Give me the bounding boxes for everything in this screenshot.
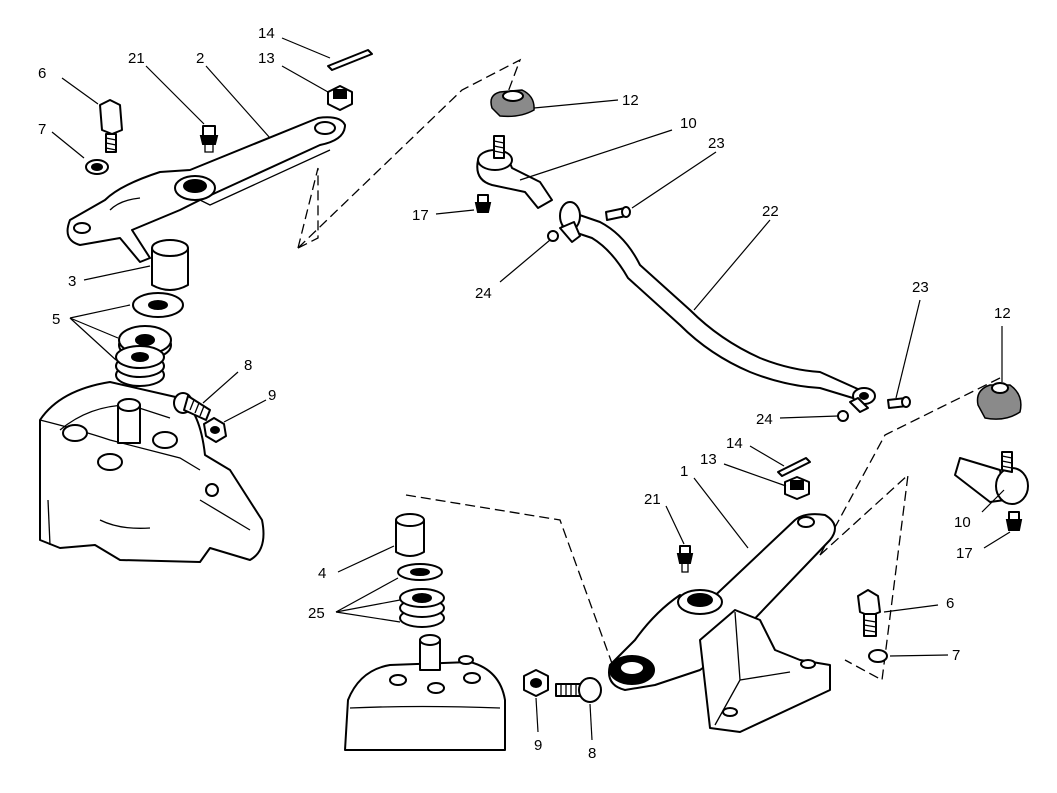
top-tie-rod-end (476, 135, 553, 209)
left-grease-fitting (199, 125, 219, 153)
callout-top-boot: 12 (622, 92, 639, 109)
leader-lines (51, 37, 1011, 741)
right-hex-bolt (857, 589, 881, 637)
left-lock-washer (85, 159, 109, 175)
callout-right-bolt: 6 (946, 595, 954, 612)
callout-right-arm-grease-fitting: 21 (644, 491, 661, 508)
callout-right-cotter-pin: 14 (726, 435, 743, 452)
callout-bottom-nut: 9 (534, 737, 542, 754)
top-grease-fitting (474, 194, 492, 213)
bottom-steering-gear-housing (344, 634, 506, 751)
callout-left-nut-9: 9 (268, 387, 276, 404)
callout-left-bolt: 6 (38, 65, 46, 82)
left-pitman-arm (66, 116, 346, 263)
right-castle-nut (784, 476, 810, 500)
callout-right-tie-rod-end: 10 (954, 514, 971, 531)
right-boot (976, 382, 1022, 420)
drag-link (559, 201, 876, 413)
right-clamp-nut (837, 410, 849, 422)
right-lock-washer (868, 649, 888, 663)
right-grease-fitting (1005, 511, 1023, 531)
bottom-bolt-8 (555, 677, 602, 703)
top-boot (490, 89, 535, 118)
callout-left-washers: 5 (52, 311, 60, 328)
callout-left-castle-nut: 13 (258, 50, 275, 67)
callout-right-washer: 7 (952, 647, 960, 664)
callout-left-grease-fitting: 21 (128, 50, 145, 67)
right-washer-stack (397, 563, 445, 628)
callout-top-clamp-bolt: 23 (708, 135, 725, 152)
callout-right-bushing: 4 (318, 565, 326, 582)
left-washer-stack (115, 292, 184, 387)
callout-top-tie-rod-end: 10 (680, 115, 697, 132)
callout-right-washers: 25 (308, 605, 325, 622)
right-bushing (395, 513, 425, 557)
top-clamp-nut (547, 230, 559, 242)
callout-right-grease-fitting: 17 (956, 545, 973, 562)
right-tie-rod-end (954, 451, 1029, 505)
callout-right-clamp-bolt: 23 (912, 279, 929, 296)
left-steering-gear-housing (39, 381, 265, 563)
callout-left-washer: 7 (38, 121, 46, 138)
callout-right-idler-arm: 1 (680, 463, 688, 480)
right-arm-grease-fitting (676, 545, 694, 573)
callout-left-bolt-8: 8 (244, 357, 252, 374)
left-cotter-pin (327, 49, 373, 71)
callout-left-pitman-arm: 2 (196, 50, 204, 67)
callout-top-grease-fitting: 17 (412, 207, 429, 224)
callout-labels: 6 7 21 2 14 13 3 5 8 9 12 10 17 23 22 24… (38, 25, 1011, 762)
right-cotter-pin (777, 457, 811, 477)
callout-drag-link: 22 (762, 203, 779, 220)
callout-bottom-bolt: 8 (588, 745, 596, 762)
assembly-dashed-lines (297, 58, 1001, 682)
callout-left-cotter-pin: 14 (258, 25, 275, 42)
left-castle-nut (327, 85, 353, 111)
callout-left-bushing: 3 (68, 273, 76, 290)
callout-right-boot: 12 (994, 305, 1011, 322)
callout-right-castle-nut: 13 (700, 451, 717, 468)
left-nut-9 (203, 417, 227, 443)
top-clamp-bolt (605, 206, 631, 221)
right-idler-arm (608, 513, 836, 733)
bottom-nut-9 (523, 669, 549, 697)
left-hex-bolt (99, 99, 123, 153)
left-bolt-8 (173, 392, 211, 421)
right-clamp-bolt (887, 396, 911, 409)
left-bushing (151, 239, 189, 291)
callout-top-clamp-nut: 24 (475, 285, 492, 302)
callout-right-clamp-nut: 24 (756, 411, 773, 428)
